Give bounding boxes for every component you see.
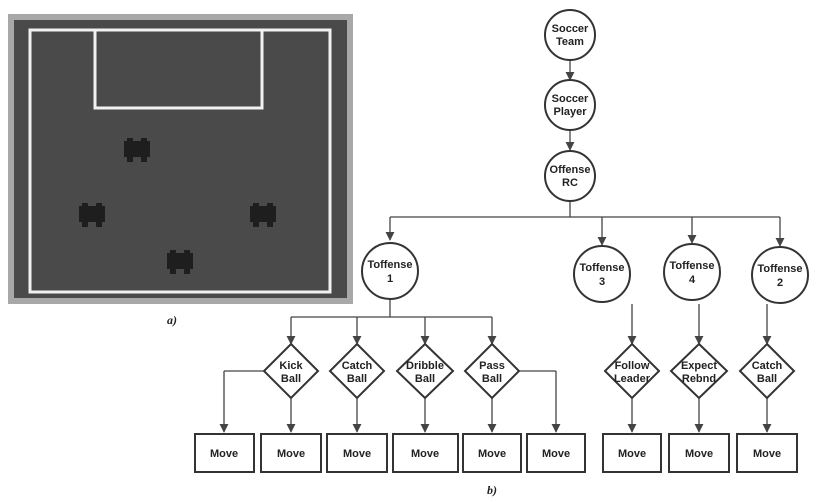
move-box-8: Move: [668, 433, 730, 473]
decision-follow-leader-line1: Follow: [615, 360, 650, 372]
node-toffense-1-line2: 1: [387, 273, 393, 285]
move-box-8-label: Move: [685, 448, 713, 460]
decision-follow-leader: Follow Leader: [603, 342, 661, 400]
decision-pass-ball: Pass Ball: [463, 342, 521, 400]
decision-expect-rebnd: Expect Rebnd: [669, 342, 729, 400]
node-soccer-player: Soccer Player: [544, 79, 596, 131]
panel-a-caption: a): [167, 313, 177, 327]
move-box-1-label: Move: [210, 448, 238, 460]
decision-kick-ball-line2: Ball: [281, 373, 301, 385]
panel-b-caption: b): [487, 483, 497, 497]
node-offense-rc: Offense RC: [544, 150, 596, 202]
decision-catch-ball-2-line1: Catch: [752, 360, 783, 372]
decision-pass-ball-line1: Pass: [479, 360, 505, 372]
move-box-5-label: Move: [478, 448, 506, 460]
node-toffense-3-line2: 3: [599, 276, 605, 288]
node-offense-rc-line2: RC: [562, 177, 578, 189]
decision-expect-rebnd-line1: Expect: [681, 360, 717, 372]
decision-dribble-ball: Dribble Ball: [395, 342, 455, 400]
move-box-6-label: Move: [542, 448, 570, 460]
move-box-3: Move: [326, 433, 388, 473]
node-soccer-player-line1: Soccer: [552, 93, 589, 105]
node-toffense-2: Toffense 2: [751, 246, 809, 304]
move-box-4-label: Move: [411, 448, 439, 460]
decision-catch-ball: Catch Ball: [328, 342, 386, 400]
decision-follow-leader-line2: Leader: [614, 373, 651, 385]
node-offense-rc-line1: Offense: [550, 164, 591, 176]
move-box-5: Move: [462, 433, 522, 473]
diagram-edges: [219, 60, 785, 433]
hierarchy-diagram: Soccer Team Soccer Player Offense RC Tof…: [194, 9, 809, 497]
robot-player-4: [167, 250, 193, 274]
node-toffense-4-line2: 4: [689, 274, 696, 286]
robot-player-3: [250, 203, 276, 227]
node-toffense-3-line1: Toffense: [579, 262, 624, 274]
node-toffense-4-line1: Toffense: [669, 260, 714, 272]
move-box-6: Move: [526, 433, 586, 473]
field-surface: [14, 20, 347, 298]
decision-dribble-ball-line1: Dribble: [406, 360, 444, 372]
move-box-1: Move: [194, 433, 255, 473]
move-box-2-label: Move: [277, 448, 305, 460]
node-toffense-2-line1: Toffense: [757, 263, 802, 275]
decision-expect-rebnd-line2: Rebnd: [682, 373, 716, 385]
move-box-7: Move: [602, 433, 662, 473]
decision-catch-ball-line2: Ball: [347, 373, 367, 385]
decision-pass-ball-line2: Ball: [482, 373, 502, 385]
node-soccer-team: Soccer Team: [544, 9, 596, 61]
robot-player-2: [79, 203, 105, 227]
move-box-9: Move: [736, 433, 798, 473]
node-soccer-team-line2: Team: [556, 36, 584, 48]
move-box-9-label: Move: [753, 448, 781, 460]
move-box-7-label: Move: [618, 448, 646, 460]
node-soccer-player-line2: Player: [553, 106, 587, 118]
node-toffense-3: Toffense 3: [573, 245, 631, 303]
node-toffense-4: Toffense 4: [663, 243, 721, 301]
goal-area-line: [93, 28, 264, 110]
node-soccer-team-line1: Soccer: [552, 23, 589, 35]
decision-kick-ball-line1: Kick: [279, 360, 303, 372]
decision-dribble-ball-line2: Ball: [415, 373, 435, 385]
decision-kick-ball: Kick Ball: [262, 342, 320, 400]
decision-catch-ball-2-line2: Ball: [757, 373, 777, 385]
soccer-field-panel: a): [8, 14, 353, 327]
node-toffense-1: Toffense 1: [361, 242, 419, 300]
decision-catch-ball-line1: Catch: [342, 360, 373, 372]
decision-catch-ball-2: Catch Ball: [738, 342, 796, 400]
move-box-3-label: Move: [343, 448, 371, 460]
node-toffense-1-line1: Toffense: [367, 259, 412, 271]
robot-player-1: [124, 138, 150, 162]
move-box-2: Move: [260, 433, 322, 473]
node-toffense-2-line2: 2: [777, 277, 783, 289]
move-box-4: Move: [392, 433, 459, 473]
